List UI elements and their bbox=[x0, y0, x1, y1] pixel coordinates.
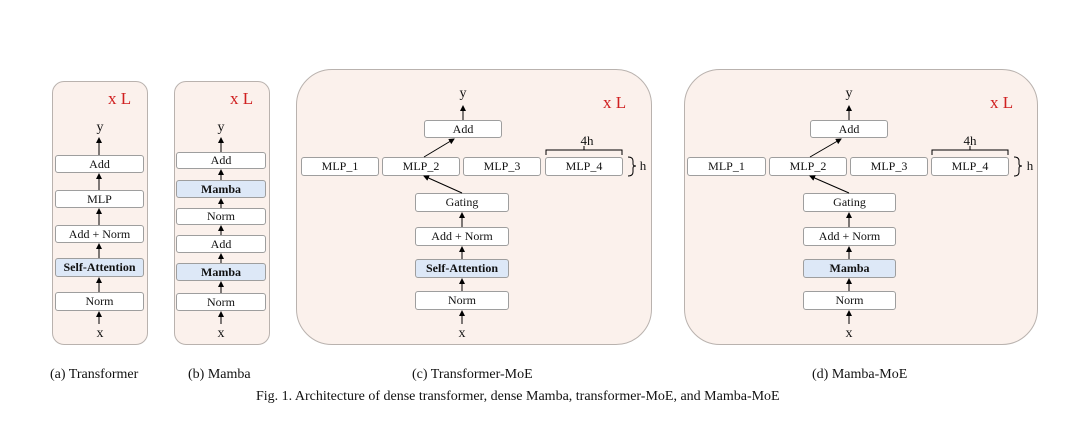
output-label: y bbox=[96, 120, 104, 135]
norm-block: Norm bbox=[176, 208, 266, 225]
width-label: 4h bbox=[963, 133, 977, 148]
input-label: x bbox=[458, 326, 466, 341]
self-attention-block: Self-Attention bbox=[415, 259, 509, 278]
subcaption-mamba: (b) Mamba bbox=[188, 367, 251, 382]
gating-block: Gating bbox=[415, 193, 509, 212]
add-block: Add bbox=[810, 120, 888, 138]
expert-mlp-2: MLP_2 bbox=[769, 157, 847, 176]
expert-mlp-3: MLP_3 bbox=[850, 157, 928, 176]
norm-block: Norm bbox=[55, 292, 144, 311]
height-label: h bbox=[639, 158, 647, 173]
repeat-label: x L bbox=[990, 93, 1014, 112]
self-attention-block: Self-Attention bbox=[55, 258, 144, 277]
subcaption-mamba-moe: (d) Mamba-MoE bbox=[812, 367, 908, 382]
expert-mlp-2: MLP_2 bbox=[382, 157, 460, 176]
norm-block: Norm bbox=[176, 293, 266, 311]
repeat-label: x L bbox=[230, 89, 254, 108]
repeat-label: x L bbox=[603, 93, 627, 112]
add-block: Add bbox=[55, 155, 144, 173]
add-block: Add bbox=[424, 120, 502, 138]
expert-mlp-1: MLP_1 bbox=[301, 157, 379, 176]
height-label: h bbox=[1026, 158, 1034, 173]
input-label: x bbox=[845, 326, 853, 341]
input-label: x bbox=[217, 326, 225, 341]
subcaption-transformer-moe: (c) Transformer-MoE bbox=[412, 367, 533, 382]
expert-mlp-4: MLP_4 bbox=[545, 157, 623, 176]
add-norm-block: Add + Norm bbox=[415, 227, 509, 246]
expert-mlp-1: MLP_1 bbox=[687, 157, 766, 176]
repeat-label: x L bbox=[108, 89, 132, 108]
add-block: Add bbox=[176, 235, 266, 253]
norm-block: Norm bbox=[803, 291, 896, 310]
output-label: y bbox=[459, 86, 467, 101]
mamba-block: Mamba bbox=[176, 263, 266, 281]
add-norm-block: Add + Norm bbox=[55, 225, 144, 243]
norm-block: Norm bbox=[415, 291, 509, 310]
output-label: y bbox=[845, 86, 853, 101]
add-block: Add bbox=[176, 152, 266, 169]
mamba-block: Mamba bbox=[176, 180, 266, 198]
output-label: y bbox=[217, 120, 225, 135]
subcaption-transformer: (a) Transformer bbox=[50, 367, 139, 382]
expert-mlp-3: MLP_3 bbox=[463, 157, 541, 176]
width-label: 4h bbox=[580, 133, 594, 148]
input-label: x bbox=[96, 326, 104, 341]
figure-caption: Fig. 1. Architecture of dense transforme… bbox=[256, 389, 780, 404]
gating-block: Gating bbox=[803, 193, 896, 212]
expert-mlp-4: MLP_4 bbox=[931, 157, 1009, 176]
mlp-block: MLP bbox=[55, 190, 144, 208]
add-norm-block: Add + Norm bbox=[803, 227, 896, 246]
mamba-block: Mamba bbox=[803, 259, 896, 278]
